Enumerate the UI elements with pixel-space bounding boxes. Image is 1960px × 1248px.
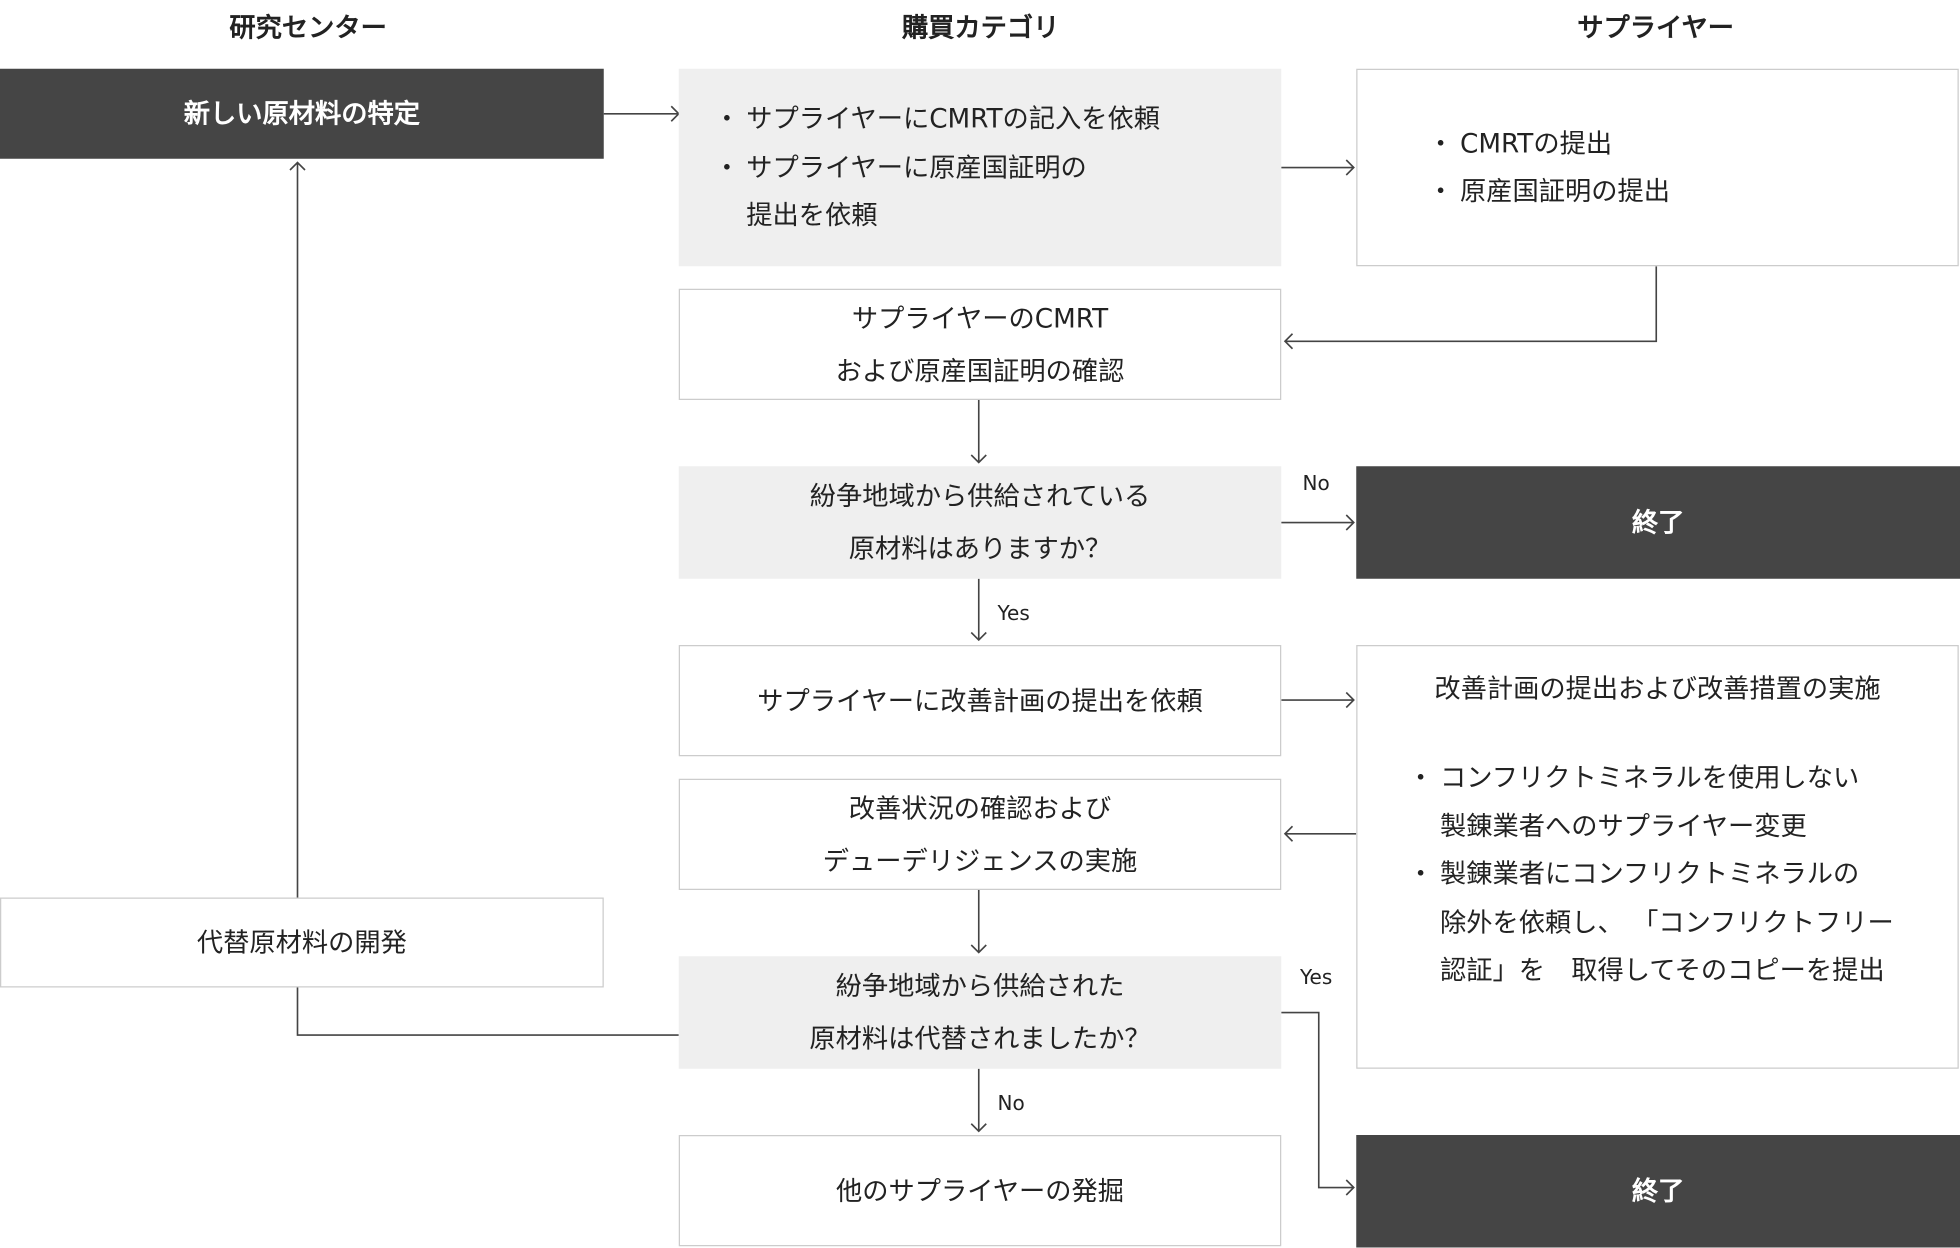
decision-conflict-source: 紛争地域から供給されている原材料はありますか？ xyxy=(678,466,1282,579)
arrow-alt-identify xyxy=(289,161,306,898)
node-text: 原材料は代替されましたか？ xyxy=(809,1023,1151,1054)
arrow-submit-confirm xyxy=(1283,266,1658,350)
header-research-center: 研究センター xyxy=(229,12,387,43)
arrow-identify-request xyxy=(603,105,680,122)
arrow-q2-end xyxy=(1281,1011,1355,1196)
node-submit-docs: CMRTの提出原産国証明の提出 xyxy=(1356,68,1959,267)
node-text: 他のサプライヤーの発掘 xyxy=(836,1175,1124,1206)
label-no-2: No xyxy=(997,1091,1025,1115)
list-item: コンフリクトミネラルを使用しない xyxy=(1408,754,1958,802)
node-text: 原材料はありますか？ xyxy=(848,533,1112,564)
node-alternative-material: 代替原材料の開発 xyxy=(0,897,604,988)
decision-replaced: 紛争地域から供給された原材料は代替されましたか？ xyxy=(678,956,1282,1069)
header-purchasing: 購買カテゴリ xyxy=(901,12,1060,43)
node-text: デューデリジェンスの実施 xyxy=(822,845,1138,876)
arrow-q1-end xyxy=(1281,514,1355,531)
list-item: サプライヤーにCMRTの記入を依頼 xyxy=(714,95,1282,143)
node-text: 終了 xyxy=(1631,507,1685,538)
list-item: 製錬業者にコンフリクトミネラルの xyxy=(1408,850,1958,898)
node-request-docs: サプライヤーにCMRTの記入を依頼サプライヤーに原産国証明の提出を依頼 xyxy=(678,68,1282,267)
line-q2-alt xyxy=(296,987,679,1036)
node-text: および原産国証明の確認 xyxy=(835,355,1125,386)
label-yes-2: Yes xyxy=(1300,965,1333,989)
node-text: サプライヤーのCMRT xyxy=(851,303,1109,334)
node-text: 改善状況の確認および xyxy=(848,793,1112,824)
node-request-improvement: サプライヤーに改善計画の提出を依頼 xyxy=(678,645,1282,757)
node-text: 紛争地域から供給された xyxy=(835,971,1125,1002)
node-text: 新しい原材料の特定 xyxy=(183,98,420,129)
label-yes-1: Yes xyxy=(997,601,1030,625)
node-status-check: 改善状況の確認およびデューデリジェンスの実施 xyxy=(678,778,1282,890)
node-find-other-supplier: 他のサプライヤーの発掘 xyxy=(678,1135,1282,1247)
arrow-request-improve xyxy=(1281,691,1355,709)
list-item: サプライヤーに原産国証明の xyxy=(714,143,1282,191)
node-improvement-implementation: 改善計画の提出および改善措置の実施 コンフリクトミネラルを使用しない 製錬業者へ… xyxy=(1356,645,1959,1069)
list-item-continuation: 認証」を 取得してそのコピーを提出 xyxy=(1440,955,1885,985)
node-end-1: 終了 xyxy=(1356,466,1960,579)
arrow-request-submit xyxy=(1281,159,1355,176)
label-no-1: No xyxy=(1302,471,1330,495)
header-supplier: サプライヤー xyxy=(1577,12,1734,43)
node-text: サプライヤーに改善計画の提出を依頼 xyxy=(757,685,1203,716)
list-item-continuation: 製錬業者へのサプライヤー変更 xyxy=(1440,810,1807,841)
list-item: 原産国証明の提出 xyxy=(1428,168,1958,216)
list-item: CMRTの提出 xyxy=(1428,119,1958,167)
list-item-continuation: 除外を依頼し、 「コンフリクトフリー xyxy=(1440,906,1894,937)
node-text: 代替原材料の開発 xyxy=(196,927,407,958)
arrow-confirm-q1 xyxy=(970,400,987,464)
node-title: 改善計画の提出および改善措置の実施 xyxy=(1434,673,1881,704)
arrow-improve-status xyxy=(1283,825,1357,842)
node-identify-material: 新しい原材料の特定 xyxy=(0,68,604,159)
node-text: 終了 xyxy=(1631,1176,1685,1207)
list-item-continuation: 提出を依頼 xyxy=(746,200,878,231)
node-end-2: 終了 xyxy=(1356,1135,1960,1248)
node-text: 紛争地域から供給されている xyxy=(809,481,1151,512)
node-confirm-docs: サプライヤーのCMRT および原産国証明の確認 xyxy=(678,288,1282,400)
arrow-q1-improve xyxy=(970,578,987,642)
arrow-q2-other xyxy=(970,1068,987,1133)
arrow-status-q2 xyxy=(970,890,987,954)
